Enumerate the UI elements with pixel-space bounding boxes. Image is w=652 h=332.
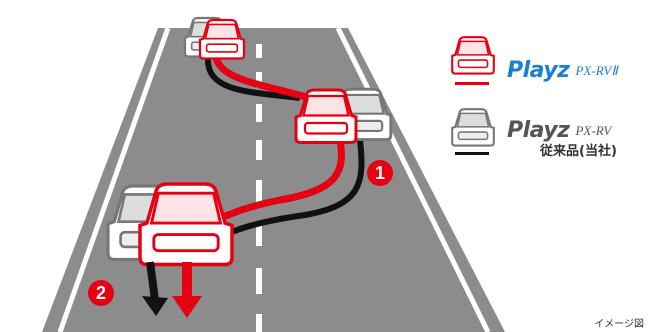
new-car-top bbox=[200, 20, 244, 59]
legend-new-product: Playz PX-RVⅡ bbox=[507, 58, 618, 83]
legend-old-note: 従来品(当社) bbox=[540, 140, 617, 159]
legend-new-car-icon bbox=[452, 37, 494, 73]
legend-new-model: PX-RVⅡ bbox=[575, 63, 617, 79]
marker-one: 1 bbox=[367, 160, 393, 186]
legend-new-brand: Playz bbox=[507, 58, 569, 83]
image-caption: イメージ図 bbox=[594, 315, 644, 330]
legend-old-model: PX-RV bbox=[575, 123, 611, 139]
marker-two: 2 bbox=[88, 280, 114, 306]
new-car-bottom bbox=[140, 184, 232, 265]
legend-old-car-icon bbox=[452, 109, 494, 145]
new-car-middle bbox=[296, 90, 356, 143]
legend-old-line bbox=[455, 152, 489, 155]
legend-new-line bbox=[455, 82, 489, 85]
